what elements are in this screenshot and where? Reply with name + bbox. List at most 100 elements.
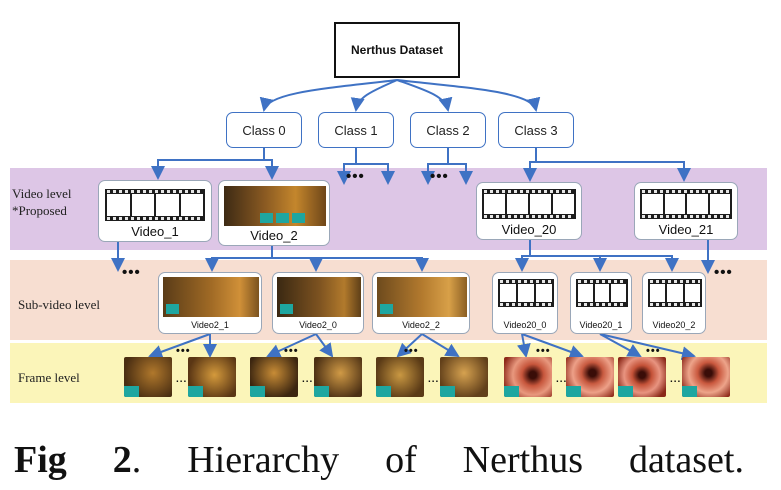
video-21-ellipsis: ••• [714,264,733,281]
film-perforation [578,280,626,283]
frame-image [504,357,552,397]
video-21-label: Video_21 [658,222,714,237]
class-1-ellipsis: ••• [346,168,365,185]
film-perforation [107,217,203,220]
film-perforation [642,215,730,218]
film-frame-cell [664,194,685,214]
frame-gap-dots: ... [428,374,440,385]
frame-image [566,357,614,397]
film-frame-cell [611,284,626,302]
sub-video-label: Video2_0 [299,320,337,330]
caption-fig: Fig [14,439,67,481]
video-20-card: Video_20 [476,182,582,240]
video-level-title: Video level [12,186,72,201]
sub-video-card: Video2_2 [372,272,470,334]
video-level-label: Video level *Proposed [12,185,72,219]
film-perforation [484,215,574,218]
film-frame-cell [131,194,154,216]
film-frame-cell [578,284,593,302]
film-perforation [642,190,730,193]
film-frame-cell [687,194,708,214]
sub-video-label: Video20_0 [503,320,547,330]
frame-image [376,357,424,397]
frame-gap-dots: ... [302,374,314,385]
frame-ellipsis: ••• [536,345,551,357]
frame-image [682,357,730,397]
class-3-node: Class 3 [498,112,574,148]
video-1-label: Video_1 [131,224,179,239]
frame-ellipsis: ••• [176,345,191,357]
film-frame-cell [107,194,130,216]
frame-image [188,357,236,397]
film-frame-cell [156,194,179,216]
sub-video-label: Video20_2 [652,320,696,330]
film-frame-cell [709,194,730,214]
class-2-ellipsis: ••• [430,168,449,185]
sub-video-thumbnail [277,277,361,317]
film-perforation [500,280,552,283]
frame-image [250,357,298,397]
frame-image [440,357,488,397]
sub-video-thumbnail [163,277,259,317]
video-1-card: Video_1 [98,180,212,242]
film-frame-cell [553,194,574,214]
sub-video-thumbnail [377,277,467,317]
film-perforation [484,190,574,193]
video-2-thumbnail [224,186,326,226]
film-perforation [500,303,552,306]
dataset-root-node: Nerthus Dataset [334,22,460,78]
frame-image [314,357,362,397]
sub-video-label: Video20_1 [579,320,623,330]
filmstrip-icon [648,279,702,307]
film-perforation [107,190,203,193]
video-1-ellipsis: ••• [122,264,141,281]
film-frame-cell [518,284,534,302]
film-frame-cell [536,284,552,302]
filmstrip-icon [498,279,554,307]
frame-level-label: Frame level [18,370,80,385]
filmstrip-icon [640,189,732,219]
frame-ellipsis: ••• [404,345,419,357]
film-perforation [650,303,700,306]
film-frame-cell [594,284,610,302]
sub-video-label: Video2_1 [191,320,229,330]
sub-video-level-label: Sub-video level [18,297,100,312]
caption-word: of [385,439,417,481]
caption-number: 2. [112,439,142,481]
film-perforation [578,303,626,306]
video-2-label: Video_2 [250,228,298,243]
frame-gap-dots: ... [556,374,568,385]
video-2-card: Video_2 [218,180,330,246]
frame-gap-dots: ... [176,374,188,385]
sub-video-card: Video20_1 [570,272,632,334]
video-level-proposed: *Proposed [12,203,67,218]
sub-video-card: Video2_1 [158,272,262,334]
filmstrip-icon [482,189,576,219]
frame-ellipsis: ••• [284,345,299,357]
frame-image [618,357,666,397]
figure-caption: Fig 2. Hierarchy of Nerthus dataset. [14,438,744,482]
video-21-card: Video_21 [634,182,738,240]
film-frame-cell [650,284,666,302]
class-1-node: Class 1 [318,112,394,148]
class-2-node: Class 2 [410,112,486,148]
sub-video-card: Video20_0 [492,272,558,334]
film-frame-cell [667,284,683,302]
frame-image [124,357,172,397]
film-frame-cell [642,194,663,214]
caption-word: dataset. [628,439,744,481]
film-frame-cell [530,194,551,214]
caption-fig-number: Fig [14,438,67,482]
frame-ellipsis: ••• [646,345,661,357]
film-frame-cell [500,284,516,302]
film-frame-cell [507,194,528,214]
sub-video-label: Video2_2 [402,320,440,330]
class-0-node: Class 0 [226,112,302,148]
film-frame-cell [484,194,505,214]
frame-gap-dots: ... [670,374,682,385]
caption-word: Nerthus [462,439,583,481]
caption-word: Hierarchy [187,439,340,481]
filmstrip-icon [576,279,628,307]
